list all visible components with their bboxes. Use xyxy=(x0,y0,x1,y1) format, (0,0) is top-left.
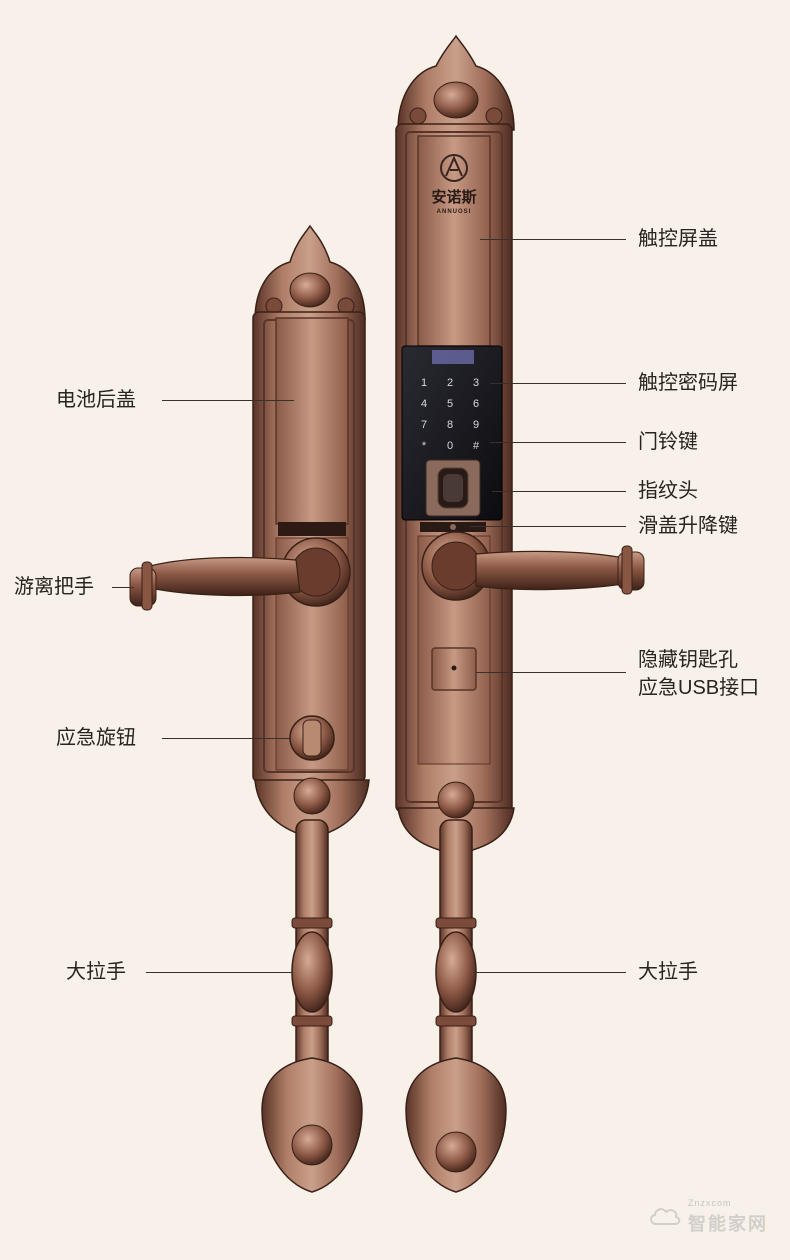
callout-emergency-usb: 应急USB接口 xyxy=(638,677,760,699)
callout-free-handle: 游离把手 xyxy=(14,576,94,598)
leader-touch-screen-cover xyxy=(480,239,626,240)
keypad-key: 7 xyxy=(421,419,427,431)
keypad-key: 6 xyxy=(473,398,479,410)
watermark: Znzxcom 智能家网 xyxy=(648,1196,778,1240)
leader-fingerprint-head xyxy=(492,491,626,492)
left-lock xyxy=(129,224,370,1193)
right-touch-screen-cover xyxy=(417,135,491,347)
leader-doorbell-key xyxy=(490,442,626,443)
leader-emergency-knob xyxy=(162,738,290,739)
watermark-top-text: Znzxcom xyxy=(688,1198,732,1208)
leader-touch-password-screen xyxy=(490,383,626,384)
leader-hidden-keyhole xyxy=(476,672,626,673)
leader-battery-cover xyxy=(162,400,294,401)
brand-logo-cn: 安诺斯 xyxy=(431,188,476,206)
keypad-key: 2 xyxy=(447,377,453,389)
left-free-handle xyxy=(149,556,301,597)
keypad-key: 9 xyxy=(473,419,479,431)
callout-big-handle-right: 大拉手 xyxy=(638,961,698,983)
callout-big-handle-left: 大拉手 xyxy=(66,961,126,983)
callout-doorbell-key: 门铃键 xyxy=(638,431,698,453)
keypad-key: * xyxy=(422,440,427,452)
leader-big-handle-left xyxy=(146,972,292,973)
cloud-icon xyxy=(650,1208,681,1225)
keypad-key: 5 xyxy=(447,398,453,410)
brand-logo: 安诺斯 ANNUOSI xyxy=(431,154,477,215)
keypad-keys: 1 2 3 4 5 6 7 8 9 * 0 # xyxy=(421,377,480,452)
callout-touch-screen-cover: 触控屏盖 xyxy=(638,228,718,250)
leader-slide-cover-key xyxy=(470,526,626,527)
callout-hidden-keyhole: 隐藏钥匙孔 xyxy=(638,649,738,671)
keypad-key: 3 xyxy=(473,377,479,389)
right-lock: 安诺斯 ANNUOSI 1 2 3 4 5 6 7 8 9 * 0 # xyxy=(395,34,645,1193)
callout-emergency-knob: 应急旋钮 xyxy=(56,727,136,749)
left-battery-cover xyxy=(275,317,349,525)
keypad-key: 8 xyxy=(447,419,453,431)
leader-big-handle-right xyxy=(474,972,626,973)
leader-free-handle xyxy=(112,587,134,588)
callout-battery-cover: 电池后盖 xyxy=(56,389,136,411)
keypad-key: 4 xyxy=(421,398,427,410)
callout-touch-password-screen: 触控密码屏 xyxy=(638,372,738,394)
brand-logo-en: ANNUOSI xyxy=(437,209,472,215)
callout-slide-cover-key: 滑盖升降键 xyxy=(638,515,738,537)
watermark-main-text: 智能家网 xyxy=(688,1214,768,1234)
keypad-key: # xyxy=(473,440,480,452)
right-lever-handle xyxy=(475,550,625,591)
callout-fingerprint-head: 指纹头 xyxy=(638,480,698,502)
keypad-key: 0 xyxy=(447,440,453,452)
keypad-key: 1 xyxy=(421,377,427,389)
